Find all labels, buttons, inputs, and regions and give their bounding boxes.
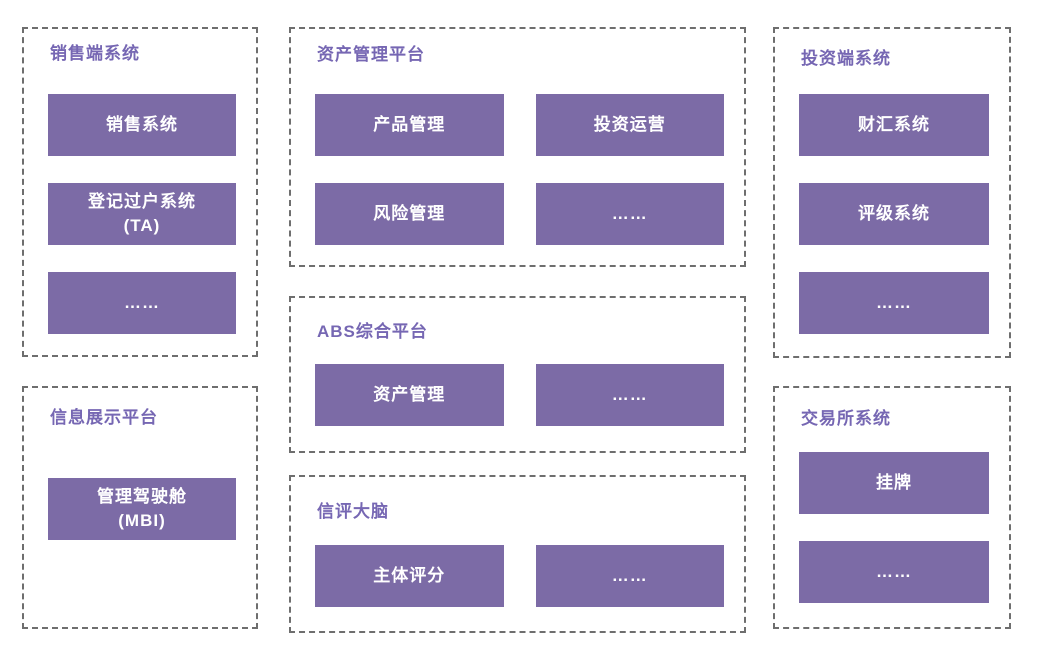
system-box-rating-system: 评级系统 xyxy=(799,183,989,245)
group-sales-side-system: 销售端系统 销售系统 登记过户系统 (TA) …… xyxy=(22,27,258,357)
box-label: 挂牌 xyxy=(876,473,912,492)
box-label: 主体评分 xyxy=(373,566,446,585)
system-box-ellipsis: …… xyxy=(535,545,724,607)
system-box-caihui-system: 财汇系统 xyxy=(799,94,989,156)
system-box-entity-scoring: 主体评分 xyxy=(315,545,504,607)
box-label: 资产管理 xyxy=(373,385,446,404)
box-sublabel: (TA) xyxy=(123,216,161,235)
system-box-risk-management: 风险管理 xyxy=(315,183,504,245)
system-box-listing: 挂牌 xyxy=(799,452,989,514)
group-boxes: 管理驾驶舱 (MBI) xyxy=(48,478,236,540)
box-label: 产品管理 xyxy=(373,115,446,134)
box-label: …… xyxy=(611,385,648,404)
group-boxes: 资产管理 …… xyxy=(315,364,724,426)
system-box-product-management: 产品管理 xyxy=(315,94,504,156)
system-box-asset-management: 资产管理 xyxy=(315,364,504,426)
box-label: …… xyxy=(611,204,648,223)
box-label: 投资运营 xyxy=(593,115,666,134)
box-label: …… xyxy=(876,293,912,312)
group-exchange-system: 交易所系统 挂牌 …… xyxy=(773,386,1011,629)
group-title-sales-side-system: 销售端系统 xyxy=(50,44,140,63)
group-title-asset-management-platform: 资产管理平台 xyxy=(317,45,425,64)
system-box-ellipsis: …… xyxy=(535,183,724,245)
system-box-ellipsis: …… xyxy=(48,272,236,334)
group-title-exchange-system: 交易所系统 xyxy=(801,409,891,428)
group-info-display-platform: 信息展示平台 管理驾驶舱 (MBI) xyxy=(22,386,258,629)
group-asset-management-platform: 资产管理平台 产品管理 投资运营 风险管理 …… xyxy=(289,27,746,267)
group-boxes: 主体评分 …… xyxy=(315,545,724,607)
group-boxes: 产品管理 投资运营 风险管理 …… xyxy=(315,94,724,245)
box-label: …… xyxy=(876,562,912,581)
group-abs-integrated-platform: ABS综合平台 资产管理 …… xyxy=(289,296,746,453)
box-label: 风险管理 xyxy=(373,204,446,223)
group-boxes: 销售系统 登记过户系统 (TA) …… xyxy=(48,94,236,334)
system-box-ellipsis: …… xyxy=(799,272,989,334)
group-boxes: 财汇系统 评级系统 …… xyxy=(799,94,989,334)
group-investment-side-system: 投资端系统 财汇系统 评级系统 …… xyxy=(773,27,1011,358)
box-sublabel: (MBI) xyxy=(118,511,166,530)
group-boxes: 挂牌 …… xyxy=(799,452,989,603)
system-box-investment-operations: 投资运营 xyxy=(535,94,724,156)
system-box-ellipsis: …… xyxy=(535,364,724,426)
system-box-registration-transfer-ta: 登记过户系统 (TA) xyxy=(48,183,236,245)
box-label: 管理驾驶舱 xyxy=(97,487,187,506)
box-label: 评级系统 xyxy=(858,204,930,223)
box-label: …… xyxy=(611,566,648,585)
box-label: 登记过户系统 xyxy=(88,192,196,211)
box-label: …… xyxy=(124,293,160,312)
group-title-investment-side-system: 投资端系统 xyxy=(801,49,891,68)
system-box-sales-system: 销售系统 xyxy=(48,94,236,156)
group-credit-rating-brain: 信评大脑 主体评分 …… xyxy=(289,475,746,633)
group-title-info-display-platform: 信息展示平台 xyxy=(50,408,158,427)
box-label: 财汇系统 xyxy=(858,115,930,134)
group-title-abs-integrated-platform: ABS综合平台 xyxy=(317,322,428,341)
group-title-credit-rating-brain: 信评大脑 xyxy=(317,502,389,521)
box-label: 销售系统 xyxy=(106,115,178,134)
system-box-ellipsis: …… xyxy=(799,541,989,603)
system-box-management-cockpit-mbi: 管理驾驶舱 (MBI) xyxy=(48,478,236,540)
